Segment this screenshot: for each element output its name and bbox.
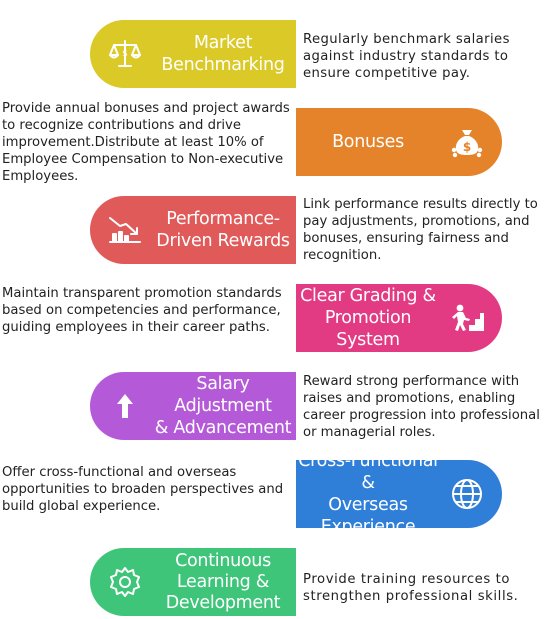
svg-text:$: $	[463, 140, 471, 154]
performance-rewards-pill: Performance- Driven Rewards	[90, 196, 296, 264]
globe-icon	[446, 473, 488, 515]
pill-title: Bonuses	[332, 132, 404, 152]
svg-text:$: $	[122, 49, 128, 59]
gear-icon	[104, 561, 146, 603]
pill-title: Performance- Driven Rewards	[156, 209, 290, 251]
pill-title: Continuous Learning & Development	[165, 550, 281, 613]
market-benchmarking-pill: $ Market Benchmarking	[90, 20, 296, 88]
salary-adjustment-description: Reward strong performance with raises an…	[303, 374, 540, 440]
pill-title: Market Benchmarking	[161, 33, 285, 75]
bonuses-pill: Bonuses $	[296, 108, 502, 176]
money-bag-icon: $	[446, 121, 488, 163]
pill-title: Cross-Functional & Overseas Experience	[298, 451, 438, 537]
market-benchmarking-description: Regularly benchmark salaries against ind…	[303, 32, 510, 81]
learning-development-description: Provide training resources to strengthen…	[303, 572, 519, 604]
climbing-steps-icon	[446, 297, 488, 339]
pill-title: Clear Grading & Promotion System	[300, 286, 436, 350]
learning-development-pill: Continuous Learning & Development	[90, 548, 296, 616]
balance-scale-icon: $	[104, 33, 146, 75]
salary-adjustment-pill: Salary Adjustment & Advancement	[90, 372, 296, 440]
cross-functional-description: Offer cross-functional and overseas oppo…	[2, 465, 284, 514]
grading-promotion-pill: Clear Grading & Promotion System	[296, 284, 502, 352]
performance-rewards-description: Link performance results directly to pay…	[303, 197, 538, 263]
bonuses-description: Provide annual bonuses and project award…	[2, 101, 290, 184]
cross-functional-pill: Cross-Functional & Overseas Experience	[296, 451, 502, 537]
up-arrow-icon	[104, 385, 146, 427]
pill-title: Salary Adjustment & Advancement	[154, 374, 292, 438]
grading-description: Maintain transparent promotion standards…	[2, 286, 282, 335]
declining-chart-icon	[104, 209, 146, 251]
